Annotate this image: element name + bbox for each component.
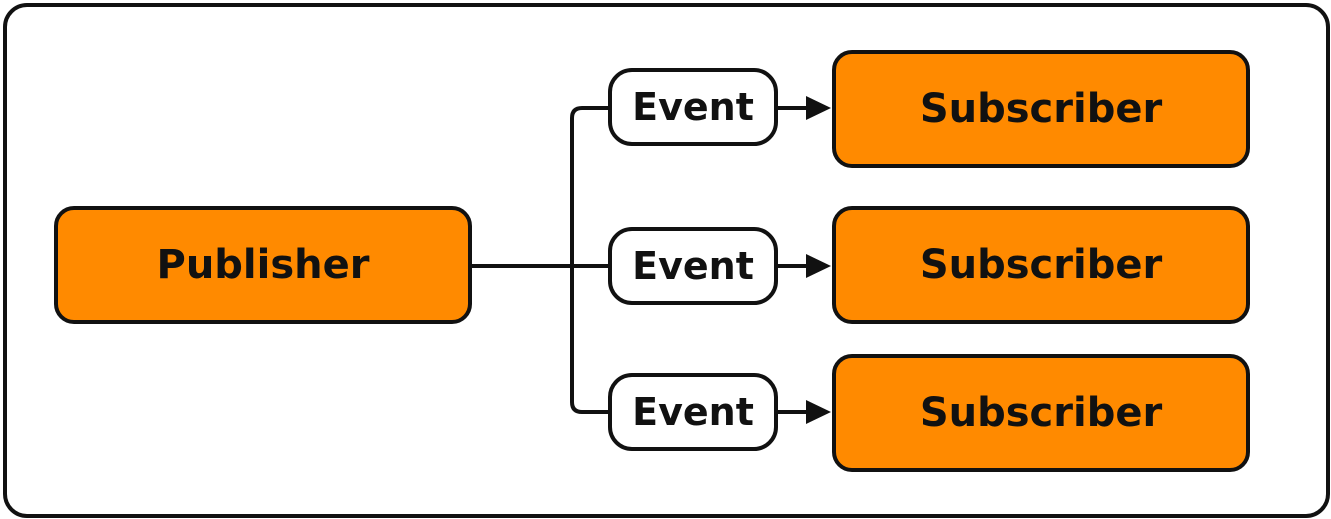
subscriber-node-1: Subscriber xyxy=(832,50,1250,168)
subscriber-node-3: Subscriber xyxy=(832,354,1250,472)
subscriber-label-2: Subscriber xyxy=(919,242,1163,288)
event-label-1: Event xyxy=(632,85,754,129)
event-node-2: Event xyxy=(608,227,778,305)
event-node-1: Event xyxy=(608,68,778,146)
publisher-label: Publisher xyxy=(156,242,370,288)
event-label-3: Event xyxy=(632,390,754,434)
subscriber-label-1: Subscriber xyxy=(919,86,1163,132)
event-label-2: Event xyxy=(632,244,754,288)
publisher-node: Publisher xyxy=(54,206,472,324)
trunk-line xyxy=(570,106,610,414)
arrowhead-2-icon xyxy=(806,254,831,278)
subscriber-label-3: Subscriber xyxy=(919,390,1163,436)
arrowhead-1-icon xyxy=(806,96,831,120)
arrowhead-3-icon xyxy=(806,400,831,424)
event-node-3: Event xyxy=(608,373,778,451)
subscriber-node-2: Subscriber xyxy=(832,206,1250,324)
